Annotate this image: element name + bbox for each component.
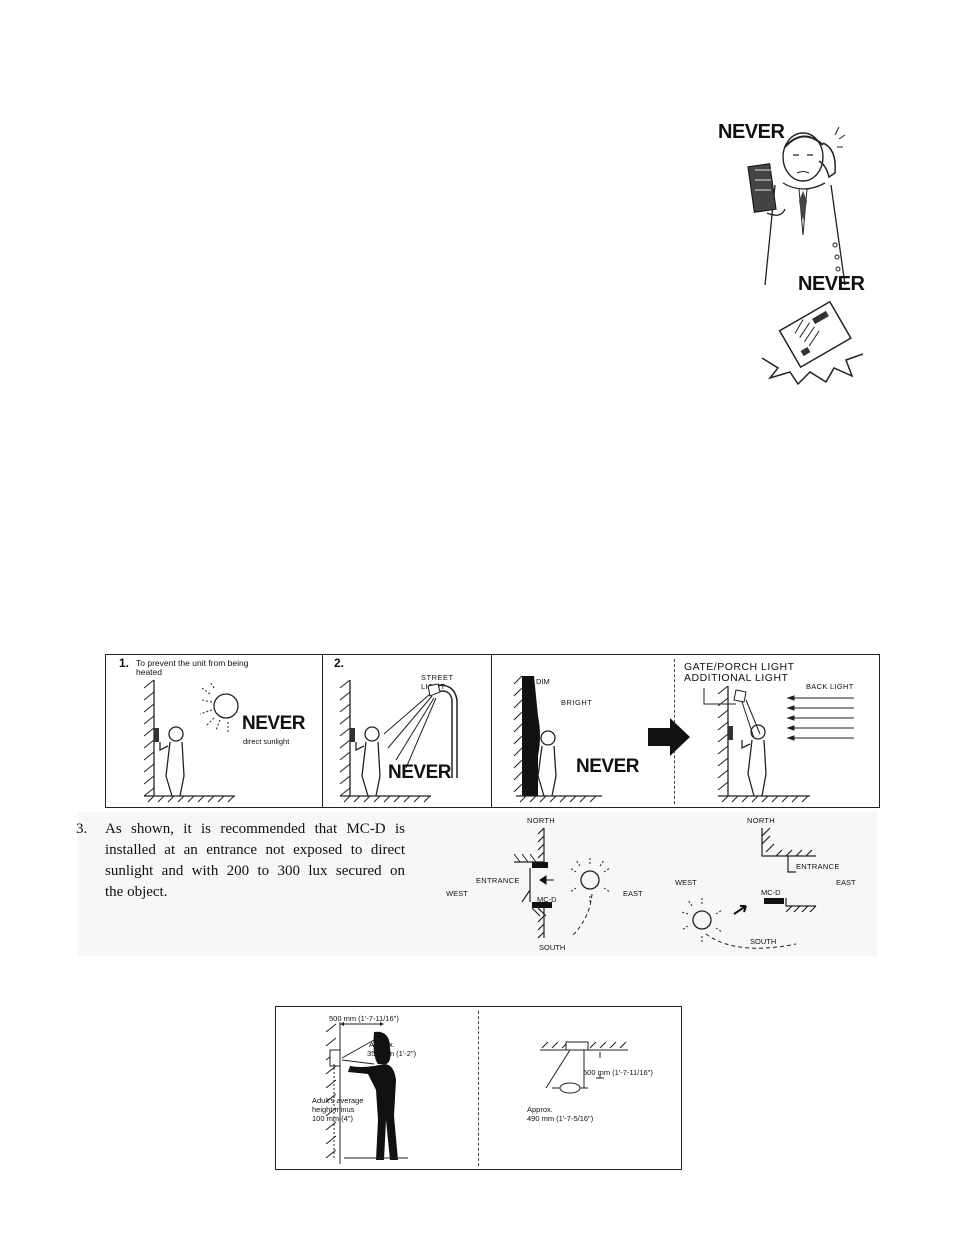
panel-2-streetlight-illustration [339,679,458,803]
panel-1-number: 1. [119,656,130,670]
map1-device: MC-D [537,895,557,904]
section-3-background [78,812,878,956]
arrow-right-icon [648,718,690,756]
map2-floorplan-illustration [681,827,817,949]
map1-east: EAST [623,889,643,898]
side-view-person-illustration [325,1022,408,1164]
panel-3-backlight-illustration [513,675,602,803]
section-3-line: sunlight and with 200 to 300 lux secured… [105,863,405,879]
dropped-unit-illustration [761,300,864,386]
distance-right-label: 500 mm (1'-7-11/16") [583,1068,653,1077]
back-light-label: BACK LIGHT [806,682,854,691]
panel-1-sunlight-illustration [143,679,239,803]
dim-label: DIM [536,677,550,686]
section-3-text: As shown, it is recommended that MC-D is… [105,819,405,903]
height-label-line3: 100 mm (4") [312,1114,354,1123]
panel-2-number: 2. [334,656,345,670]
approx2-value: 490 mm (1'-7-5/16") [527,1114,594,1123]
bright-label: BRIGHT [561,698,593,707]
never-label-phone: NEVER [718,121,785,143]
map2-device: MC-D [761,888,781,897]
map1-south: SOUTH [539,943,566,952]
height-label-line2: height minus [312,1105,355,1114]
panel-4-porchlight-illustration [703,685,854,803]
top-view-camera-illustration [540,1041,628,1094]
map1-floorplan-illustration [513,827,611,939]
section-3-line: the object. [105,884,168,900]
map2-east: EAST [836,878,856,887]
section-3-line: As shown, it is recommended that MC-D is [105,821,405,837]
gate-light-label: GATE/PORCH LIGHT [684,661,795,673]
height-label-line1: Adult's average [312,1096,364,1105]
map1-west: WEST [446,889,468,898]
map2-south: SOUTH [750,937,777,946]
map1-north: NORTH [527,816,556,825]
installation-height-diagram [275,1006,682,1170]
map2-north: NORTH [747,816,776,825]
panel-2-never: NEVER [388,762,451,783]
panel-3-never: NEVER [576,756,639,777]
section-3-number: 3. [76,821,88,837]
panel-1-never: NEVER [242,713,305,734]
map1-entrance: ENTRANCE [476,876,520,885]
additional-light-label: ADDITIONAL LIGHT [684,672,789,684]
man-on-phone-illustration [747,126,846,286]
approx-value: 355 mm (1'-2") [367,1049,417,1058]
never-label-drop: NEVER [798,273,865,295]
map2-entrance: ENTRANCE [796,862,840,871]
panel-1-never-sub: direct sunlight [243,737,290,746]
section-3-line: installed at an entrance not exposed to … [105,842,405,858]
approx2-label: Approx. [527,1105,553,1114]
map2-west: WEST [675,878,697,887]
panel-1-caption: To prevent the unit from being heated [136,658,249,677]
distance-top-label: 500 mm (1'-7-11/16") [329,1014,399,1023]
